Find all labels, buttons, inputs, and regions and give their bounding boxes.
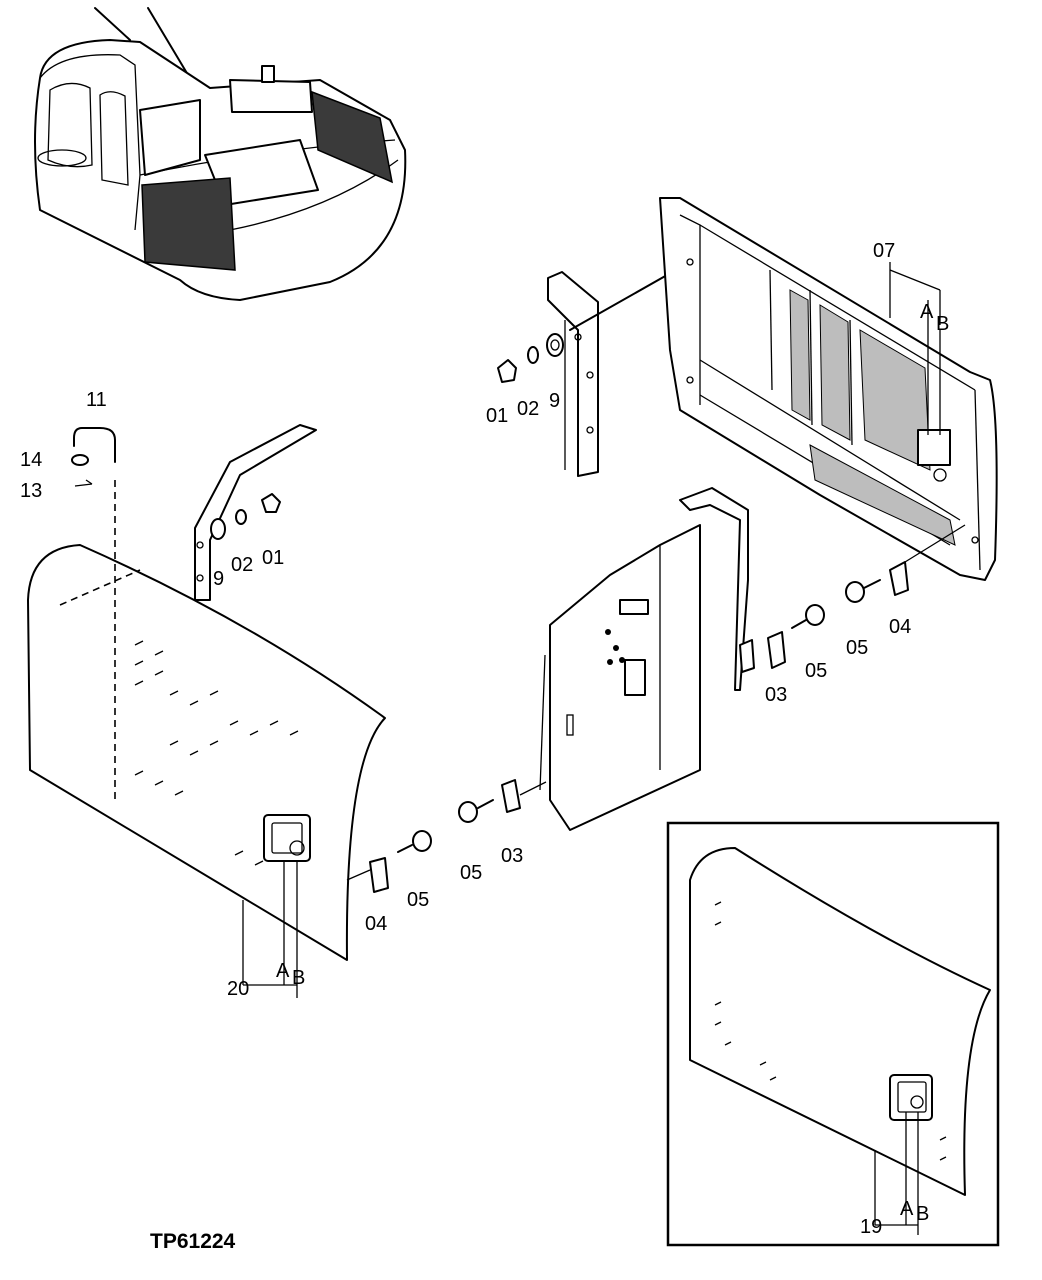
center-door-assembly (458, 487, 825, 831)
callout-05-right: 05 (846, 637, 868, 659)
upper-hinge-bracket-left (194, 424, 317, 601)
callout-07: 07 (873, 240, 895, 262)
callout-03-door: 03 (501, 845, 523, 867)
callout-9-left: 9 (213, 568, 224, 590)
side-door-20 (27, 480, 386, 998)
callout-20: 20 (227, 978, 249, 1000)
rear-panel-07 (659, 197, 998, 581)
callout-19-b: B (916, 1203, 929, 1225)
callout-13: 13 (20, 480, 42, 502)
callout-19-a: A (900, 1198, 914, 1220)
callout-01-left: 01 (262, 547, 284, 569)
callout-07-a: A (920, 301, 934, 323)
hardware-04-05-left (346, 830, 432, 893)
callout-05-left: 05 (407, 889, 429, 911)
callout-20-b: B (292, 967, 305, 989)
callout-11: 11 (86, 389, 107, 411)
callout-05-mid: 05 (805, 660, 827, 682)
inset-door-19 (666, 821, 1000, 1247)
callout-05-door: 05 (460, 862, 482, 884)
callout-04-right: 04 (889, 616, 911, 638)
callout-19: 19 (860, 1216, 882, 1238)
drawing-id: TP61224 (150, 1230, 236, 1253)
callout-9-upper: 9 (549, 390, 560, 412)
excavator-overview-illustration (34, 7, 407, 301)
callout-07-b: B (936, 313, 949, 335)
callout-02-left: 02 (231, 554, 253, 576)
callout-02-upper: 02 (517, 398, 539, 420)
rod-and-hardware-left (71, 427, 116, 487)
hardware-05-04-right (845, 524, 966, 603)
callout-03-mid: 03 (765, 684, 787, 706)
callout-20-a: A (276, 960, 290, 982)
upper-bracket-assembly (497, 261, 691, 477)
callout-14: 14 (20, 449, 42, 471)
callout-01-upper: 01 (486, 405, 508, 427)
callout-04-left: 04 (365, 913, 387, 935)
